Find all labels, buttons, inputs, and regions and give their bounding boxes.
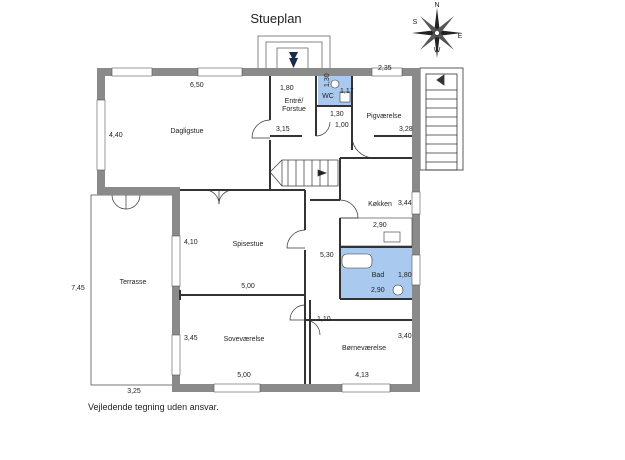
terrace: Terrasse 7,45 3,25 [71, 194, 174, 395]
bad-depth: 1,80 [398, 272, 412, 279]
boerne-name: Børneværelse [342, 345, 386, 352]
terrace-label: Terrasse [120, 279, 147, 286]
gang2-width: 1,10 [317, 316, 331, 323]
sove-width: 5,00 [237, 372, 251, 379]
daglig-name: Dagligstue [170, 128, 203, 135]
entre-width: 1,80 [280, 85, 294, 92]
compass-south: S [413, 19, 418, 26]
wc-width: 1,17 [340, 88, 354, 95]
entre-depth: 3,15 [276, 126, 290, 133]
spise-name: Spisestue [233, 241, 264, 248]
wc-name: WC [322, 93, 334, 100]
sove-depth: 3,45 [184, 335, 198, 342]
doors [111, 119, 375, 336]
compass-west: W [434, 47, 441, 54]
room-labels: 6,50 Dagligstue 4,40 1,80 Entré/ Forstue… [109, 65, 413, 379]
gang-width: 1,30 [330, 111, 344, 118]
bad-name: Bad [372, 272, 385, 279]
entre-name-2: Forstue [282, 106, 306, 113]
internal-stairs [269, 159, 339, 187]
daglig-width: 6,50 [190, 82, 204, 89]
fixtures [330, 79, 413, 296]
disclaimer-note: Vejledende tegning uden ansvar. [88, 402, 219, 412]
terrace-depth: 7,45 [71, 285, 85, 292]
sove-name: Soveværelse [224, 336, 265, 343]
compass-north: N [434, 2, 439, 9]
koekken-name: Køkken [368, 201, 392, 208]
terrace-width: 3,25 [127, 388, 141, 395]
spise-width: 5,00 [241, 283, 255, 290]
pige-name: Pigværelse [366, 113, 401, 120]
compass-east: E [458, 33, 463, 40]
boerne-depth: 3,40 [398, 333, 412, 340]
compass-icon: N S E W [412, 2, 463, 58]
entre-name-1: Entré/ [285, 98, 304, 105]
spise-depth: 4,10 [184, 239, 198, 246]
wc-depth: 1,30 [324, 73, 331, 87]
koekken-width: 2,90 [373, 222, 387, 229]
entrance-canopy [257, 35, 331, 71]
bad-width: 2,90 [371, 287, 385, 294]
gang-depth: 1,00 [335, 122, 349, 129]
koekken-depth: 3,44 [398, 200, 412, 207]
pige-depth: 3,28 [399, 126, 413, 133]
interior-walls [179, 76, 412, 384]
plan-title: Stueplan [250, 11, 301, 26]
pige-width: 2,35 [378, 65, 392, 72]
windows [96, 67, 421, 393]
boerne-width: 4,13 [355, 372, 369, 379]
external-stairs [419, 67, 464, 171]
daglig-depth: 4,40 [109, 132, 123, 139]
gang2-length: 5,30 [320, 252, 334, 259]
